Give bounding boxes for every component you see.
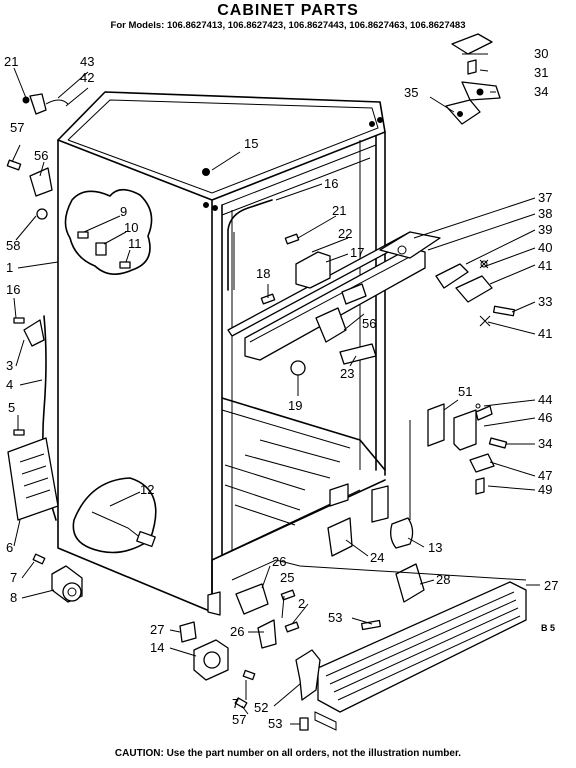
callout-16: 16 [324, 176, 338, 191]
callout-13: 13 [428, 540, 442, 555]
callout-8: 8 [10, 590, 17, 605]
callout-56: 56 [34, 148, 48, 163]
callout-20: 19 [288, 398, 302, 413]
insulation-cutaway [64, 188, 153, 275]
callout-4: 4 [6, 377, 13, 392]
callout-46: 44 [538, 392, 552, 407]
cabinet-body [57, 91, 389, 616]
callout-7-bottom: 7 [232, 696, 239, 711]
callout-57: 57 [10, 120, 24, 135]
callout-9: 9 [120, 204, 127, 219]
callout-44: 43 [80, 54, 94, 69]
callout-3: 3 [6, 358, 13, 373]
callout-17: 16 [6, 282, 20, 297]
callout-53-top: 53 [328, 610, 342, 625]
callout-27: 26 [230, 624, 244, 639]
callout-39: 38 [538, 206, 552, 221]
callout-54: 56 [362, 316, 376, 331]
roller-bracket-assembly [32, 553, 321, 709]
callout-12: 12 [140, 482, 154, 497]
callout-21-top: 21 [332, 203, 346, 218]
callout-53-bottom: 53 [268, 716, 282, 731]
callout-31: 28 [436, 572, 450, 587]
callout-26: 26 [272, 554, 286, 569]
callout-41-top: 40 [538, 240, 552, 255]
callout-33: 30 [534, 46, 548, 61]
callout-28: 27 [150, 622, 164, 637]
callout-19: 18 [256, 266, 270, 281]
callout-11: 11 [128, 236, 142, 251]
callout-37: 35 [404, 85, 418, 100]
callout-2: 2 [298, 596, 305, 611]
callout-47: 46 [538, 410, 552, 425]
callout-34-mid: 33 [538, 294, 552, 309]
callout-30: 27 [544, 578, 558, 593]
callout-38: 37 [538, 190, 552, 205]
callout-35: 34 [534, 84, 548, 99]
page-code: B 5 [541, 623, 556, 633]
callout-58: 58 [6, 238, 20, 253]
callout-40: 39 [538, 222, 552, 237]
callout-24: 24 [370, 550, 384, 565]
model-numbers: For Models: 106.8627413, 106.8627423, 10… [110, 20, 466, 31]
caution-note: CAUTION: Use the part number on all orde… [114, 748, 462, 759]
leader-lines [11, 53, 540, 725]
callout-49: 47 [538, 468, 552, 483]
top-hinge-assembly [445, 33, 501, 125]
base-grille-assembly [231, 517, 527, 731]
callout-21-left: 21 [4, 54, 18, 69]
page-title: CABINET PARTS [217, 2, 359, 19]
callout-51: 51 [458, 384, 472, 399]
callout-23: 23 [340, 366, 354, 381]
callout-55: 57 [232, 712, 246, 727]
callout-18: 17 [350, 245, 364, 260]
callout-1: 1 [6, 260, 13, 275]
callout-41-bottom: 41 [538, 326, 552, 341]
callout-34: 31 [534, 65, 548, 80]
callout-22: 22 [338, 226, 352, 241]
callout-5: 5 [8, 400, 15, 415]
callout-labels: 30 31 34 35 15 16 37 38 39 40 41 33 41 2… [4, 46, 558, 731]
callout-15: 15 [244, 136, 258, 151]
lower-hinge-assembly [409, 403, 508, 520]
callout-42: 41 [538, 258, 552, 273]
callout-7-left: 7 [10, 570, 17, 585]
callout-10: 10 [124, 220, 138, 235]
callout-25: 25 [280, 570, 294, 585]
callout-52: 52 [254, 700, 268, 715]
callout-6: 6 [6, 540, 13, 555]
callout-50: 49 [538, 482, 552, 497]
callout-14: 14 [150, 640, 164, 655]
callout-34-low: 34 [538, 436, 552, 451]
left-side-parts [6, 93, 157, 554]
center-hinge-assembly [435, 259, 516, 327]
callout-43: 42 [80, 70, 94, 85]
shelf-rail-assembly [227, 231, 441, 384]
